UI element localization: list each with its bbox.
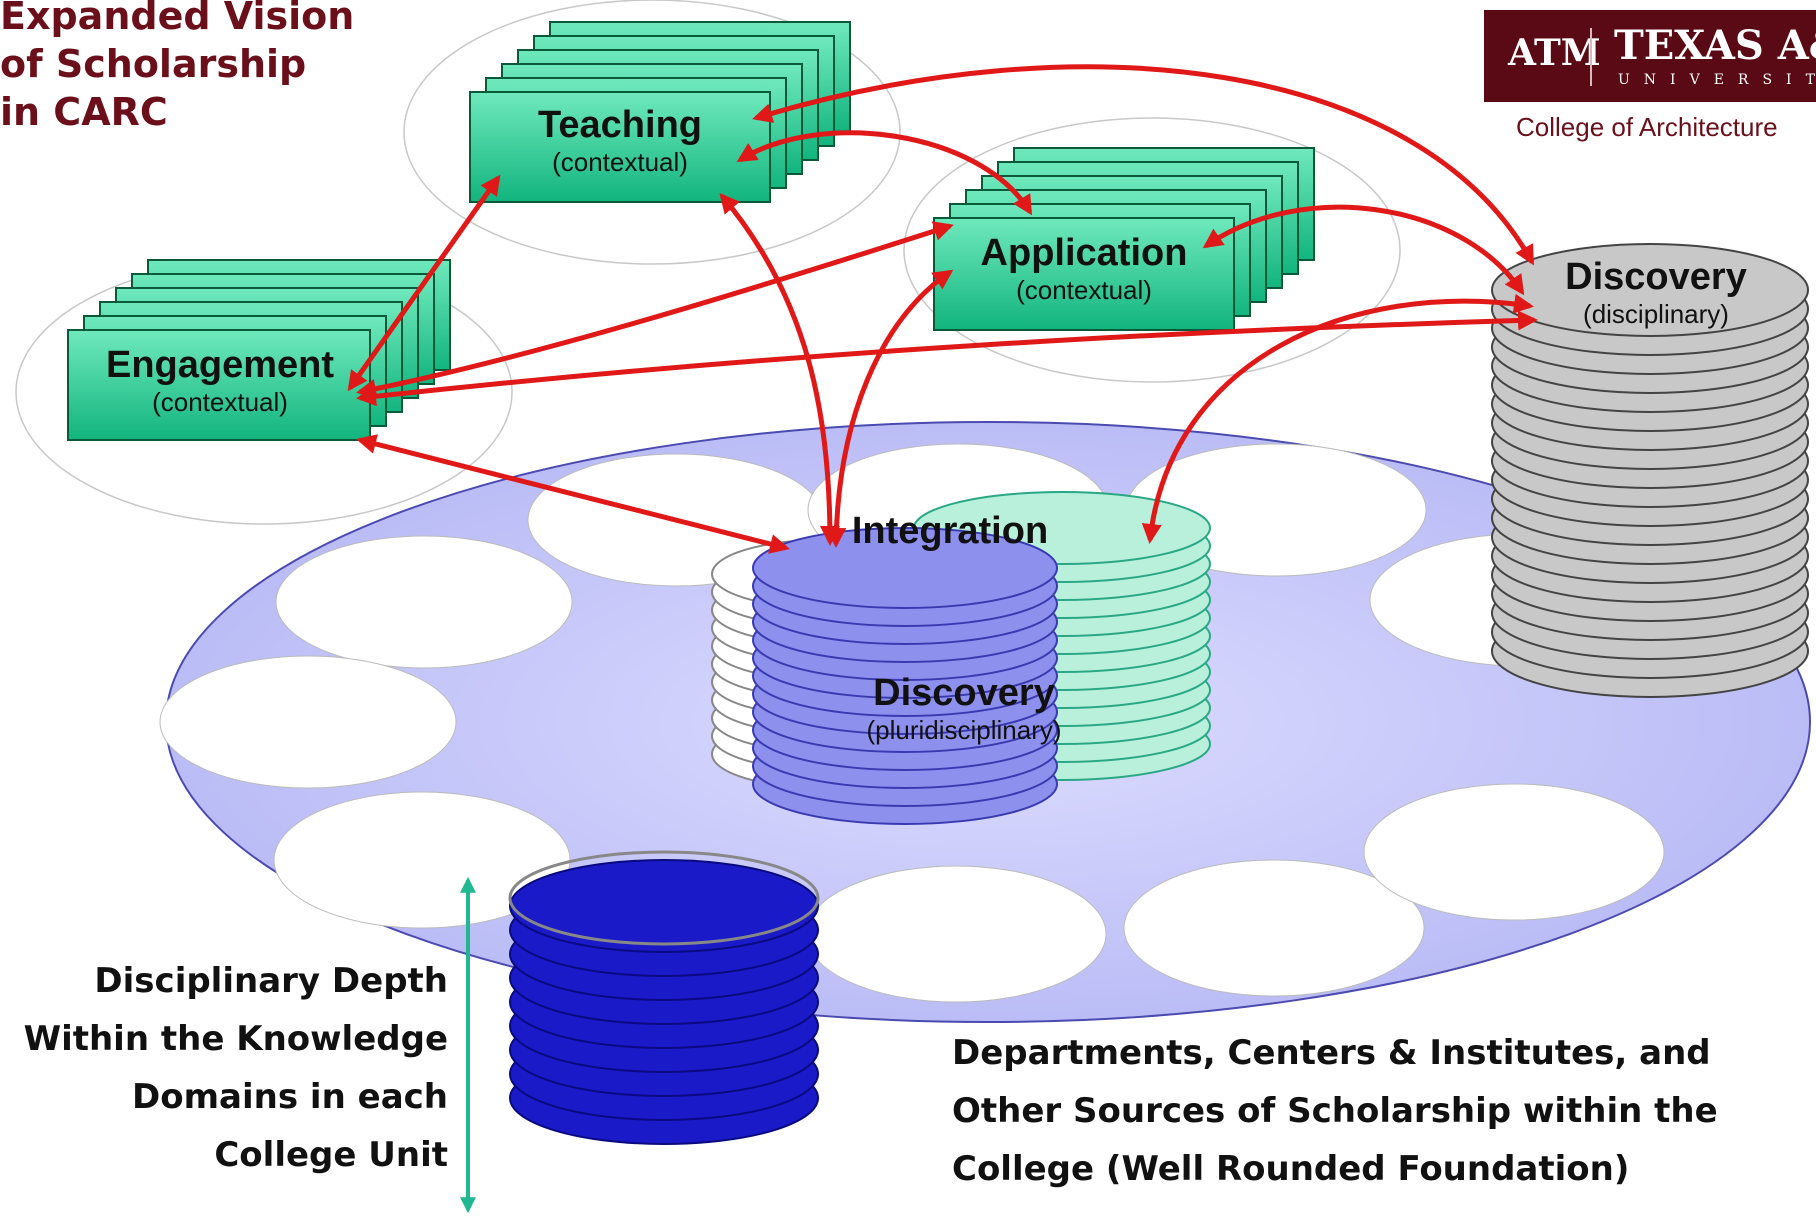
application-subtitle: (contextual) [1016,275,1152,305]
arrow-discovery-green [1141,293,1534,544]
discovery-pluri-title: Discovery [873,672,1055,714]
application-label: Application (contextual) [934,232,1234,306]
atm-mark-icon: ATM [1508,32,1601,74]
title-line-2: of Scholarship [0,42,307,86]
depth-line-1: Disciplinary Depth [94,961,448,1001]
depth-label: Disciplinary Depth Within the Knowledge … [0,952,448,1184]
logo-name: TEXAS A&M [1614,22,1816,69]
title-line-1: Expanded Vision [0,0,355,38]
depth-line-3: Domains in each [132,1077,448,1117]
discovery-pluri-subtitle: (pluridisciplinary) [866,715,1062,745]
texas-am-logo: ATM TEXAS A&M UNIVERSITY [1484,10,1816,102]
title-line-3: in CARC [0,90,168,134]
relationship-arrows [347,64,1538,554]
page-title: Expanded Vision of Scholarship in CARC [0,0,354,136]
arrow-application-discovery [1202,204,1525,296]
foundation-line-3: College (Well Rounded Foundation) [952,1149,1630,1189]
depth-stack-rim [508,850,820,946]
teaching-node [469,21,851,203]
discovery-disciplinary-subtitle: (disciplinary) [1583,299,1729,329]
integration-label: Integration [820,510,1080,553]
engagement-label: Engagement (contextual) [70,344,370,418]
college-name: College of Architecture [1516,112,1778,142]
application-title: Application [980,232,1188,274]
stack-integration-discs [752,527,1058,825]
arrow-teaching-discovery [752,64,1535,266]
stack-disc [509,859,819,953]
arrow-engagement-integration [356,434,790,554]
arrow-teaching-application [736,130,1033,216]
depth-line-4: College Unit [214,1135,448,1175]
integration-title: Integration [851,510,1049,552]
teaching-title: Teaching [538,104,702,146]
depth-line-2: Within the Knowledge [23,1019,448,1059]
logo-subtitle: UNIVERSITY [1618,72,1816,88]
foundation-line-2: Other Sources of Scholarship within the [952,1091,1718,1131]
engagement-subtitle: (contextual) [152,387,288,417]
engagement-title: Engagement [105,344,335,386]
discovery-disciplinary-label: Discovery (disciplinary) [1506,256,1806,330]
stack-depth-discs [508,850,820,1145]
foundation-line-1: Departments, Centers & Institutes, and [952,1033,1711,1073]
logo-divider [1590,28,1592,86]
teaching-label: Teaching (contextual) [470,104,770,178]
arrow-engagement-discovery [356,310,1538,407]
foundation-label: Departments, Centers & Institutes, and O… [952,1024,1718,1198]
stack-disciplinary-discs [1491,243,1809,698]
node-card [469,91,771,203]
discovery-pluri-label: Discovery (pluridisciplinary) [814,672,1114,746]
discovery-disciplinary-title: Discovery [1565,256,1747,298]
teaching-subtitle: (contextual) [552,147,688,177]
